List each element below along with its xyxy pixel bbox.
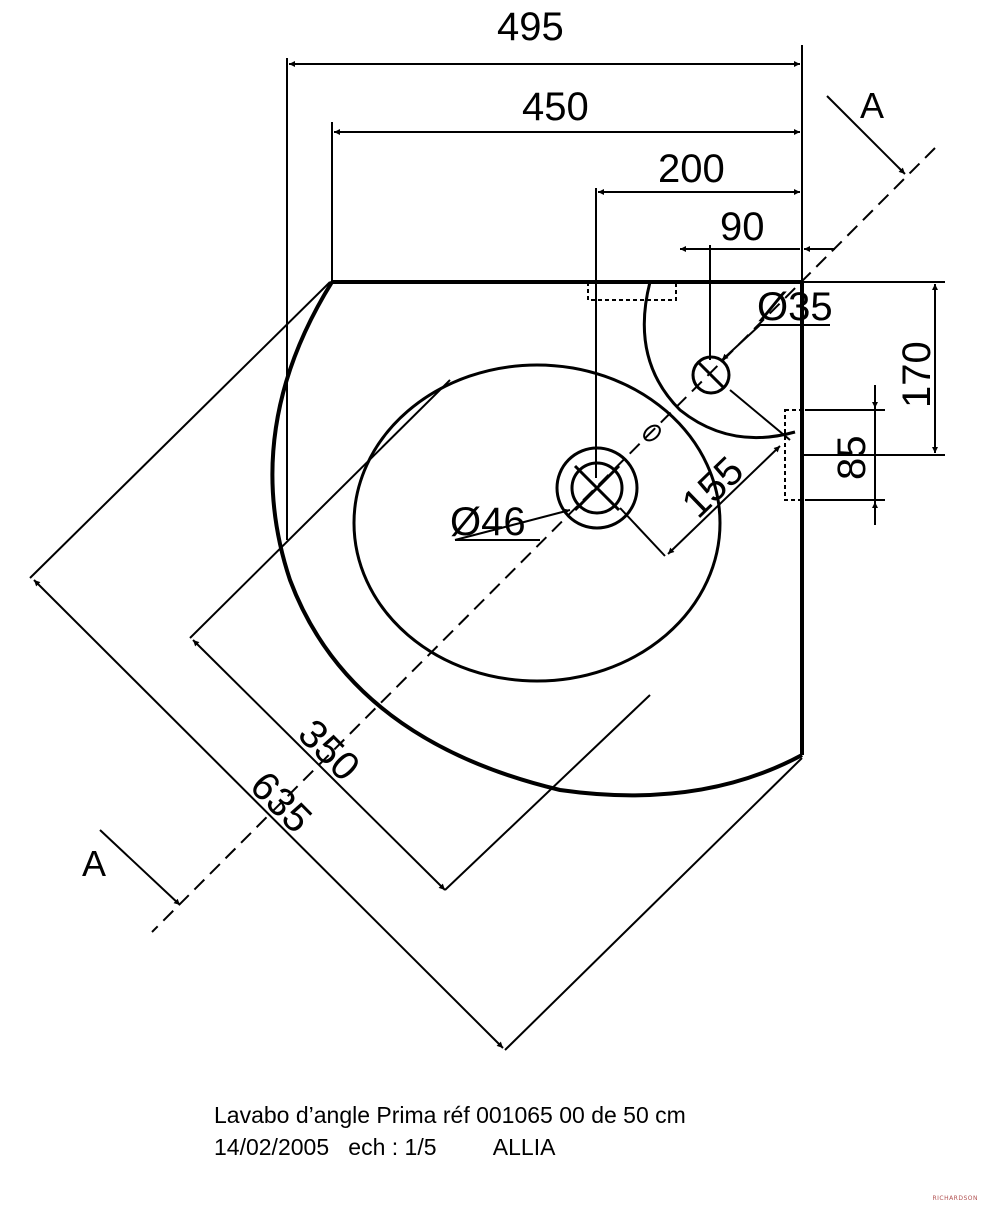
dim-90-label: 90	[720, 205, 765, 249]
bowl-outline	[352, 363, 722, 683]
dimension-lines	[33, 61, 938, 1049]
watermark-logo: RICHARDSON	[932, 1195, 978, 1202]
dim-450-label: 450	[522, 85, 589, 129]
tap-hole	[691, 355, 731, 395]
dim-46-label: Ø46	[450, 500, 526, 544]
drawing-date: 14/02/2005	[214, 1134, 330, 1160]
technical-drawing: 495 450 200 90 Ø35 170 85 155 Ø46 350 63…	[29, 5, 945, 1051]
dim-170-label: 170	[895, 341, 939, 408]
dim-35-label: Ø35	[757, 285, 833, 329]
tap-deck-outline	[642, 281, 796, 440]
dim-200-label: 200	[658, 147, 725, 191]
drawing-info: 14/02/2005 ech : 1/5 ALLIA	[214, 1134, 555, 1161]
dim-350-label: 350	[290, 711, 368, 789]
dim-85-label: 85	[830, 436, 874, 481]
section-mark-bottom: A	[82, 843, 106, 884]
hidden-features	[587, 282, 802, 501]
dim-155-label: 155	[674, 448, 753, 526]
extension-lines	[29, 45, 945, 1051]
dim-495-label: 495	[497, 5, 564, 49]
drawing-title: Lavabo d’angle Prima réf 001065 00 de 50…	[214, 1102, 686, 1128]
overflow-slot	[643, 424, 661, 442]
drawing-author: ALLIA	[492, 1134, 556, 1160]
section-axis	[151, 147, 936, 933]
drawing-scale: ech : 1/5	[348, 1134, 437, 1160]
section-mark-top: A	[860, 85, 884, 126]
